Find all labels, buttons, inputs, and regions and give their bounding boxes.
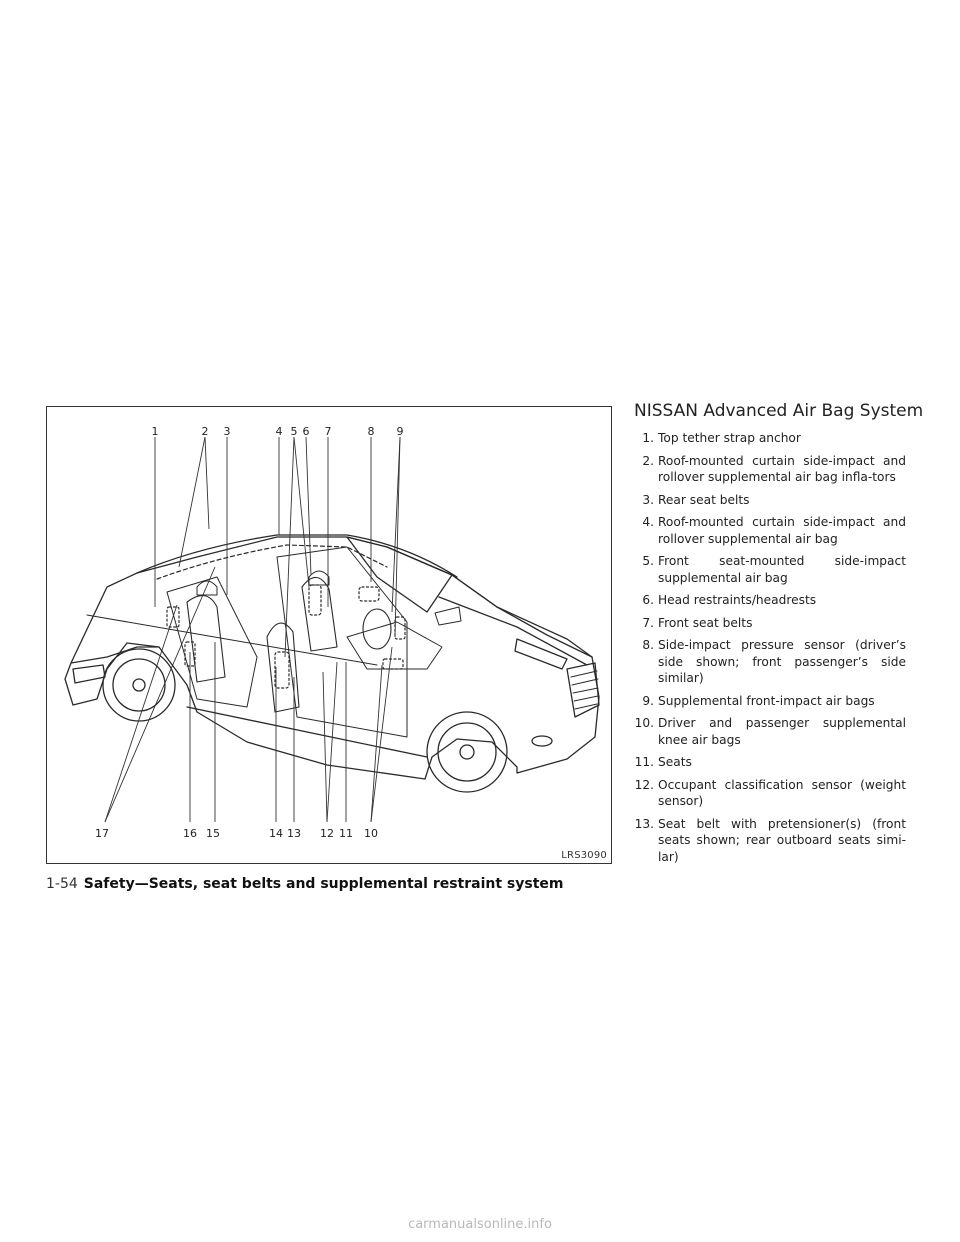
callout-8: 8 [368, 425, 375, 438]
list-item: 3.Rear seat belts [642, 492, 750, 507]
front-wheel-outer [426, 711, 508, 793]
car-roof-line [136, 534, 458, 578]
tail-light [72, 664, 106, 684]
rear-wheel-hub [132, 678, 146, 692]
rear-wheel-outer [102, 648, 176, 722]
callout-1: 1 [152, 425, 159, 438]
page-number: 1-54 [46, 876, 78, 892]
grille-outline [566, 662, 600, 718]
rear-trunk-line [70, 646, 160, 664]
headlight-outline [514, 638, 568, 670]
callout-3: 3 [224, 425, 231, 438]
front-wheel-hub [459, 744, 475, 760]
page-footer: 1-54 Safety—Seats, seat belts and supplem… [46, 876, 564, 892]
list-item: 11.Seats [634, 755, 692, 769]
air-bag-system-figure: 1 2 3 4 5 6 7 8 9 17 16 15 14 13 12 11 1… [46, 406, 612, 864]
headrest-front [308, 570, 330, 586]
callout-11: 11 [339, 827, 353, 840]
section-title: NISSAN Advanced Air Bag System [634, 401, 924, 421]
front-seat-passenger [301, 576, 338, 652]
rocker-panel [186, 706, 428, 758]
callout-labels-bottom: 17 16 15 14 13 12 11 10 [95, 827, 378, 840]
dashed-components [166, 584, 406, 689]
steering-wheel [362, 608, 392, 650]
callout-4: 4 [276, 425, 283, 438]
windshield-outline [346, 536, 453, 613]
figure-code: LRS3090 [561, 850, 607, 861]
watermark: carmanualsonline.info [408, 1217, 552, 1232]
callout-labels-top: 1 2 3 4 5 6 7 8 9 [152, 425, 404, 438]
callout-2: 2 [202, 425, 209, 438]
rear-door-opening [166, 576, 258, 708]
list-item: 2.Roof-mounted curtain side-impact and r… [642, 453, 906, 485]
list-item: 7.Front seat belts [642, 615, 753, 630]
list-item: 10.Driver and passenger supplemental kne… [634, 716, 906, 747]
callout-14: 14 [269, 827, 283, 840]
callout-17: 17 [95, 827, 109, 840]
list-item: 8.Side-impact pressure sensor (driver’s … [642, 638, 906, 685]
fog-light [531, 735, 553, 747]
callout-16: 16 [183, 827, 197, 840]
callout-leader-lines [104, 436, 401, 823]
callout-9: 9 [397, 425, 404, 438]
headrest-rear [196, 580, 218, 596]
callout-13: 13 [287, 827, 301, 840]
dashboard [346, 621, 443, 670]
list-item: 1.Top tether strap anchor [642, 431, 801, 445]
callout-6: 6 [303, 425, 310, 438]
curtain-airbag-line [156, 544, 388, 580]
list-item: 12.Occupant classification sensor (weigh… [634, 777, 906, 809]
grille-bars [570, 670, 599, 710]
list-item: 13.Seat belt with pretensioner(s) (front… [634, 816, 906, 864]
callout-10: 10 [364, 827, 378, 840]
callout-12: 12 [320, 827, 334, 840]
car-cutaway-illustration: 1 2 3 4 5 6 7 8 9 17 16 15 14 13 12 11 1… [64, 425, 600, 840]
list-item: 6.Head restraints/headrests [642, 593, 817, 607]
rear-wheel-inner [112, 658, 166, 712]
list-item: 9.Supplemental front-impact air bags [642, 693, 875, 708]
callout-7: 7 [325, 425, 332, 438]
callout-5: 5 [291, 425, 298, 438]
list-item: 5.Front seat-mounted side-impact supplem… [642, 554, 906, 585]
side-mirror [434, 606, 462, 626]
list-item: 4.Roof-mounted curtain side-impact and r… [642, 515, 906, 546]
hood-crease [438, 596, 588, 666]
chapter-title: Safety—Seats, seat belts and supplementa… [83, 876, 564, 892]
front-wheel-inner [437, 722, 497, 782]
beltline [86, 614, 378, 666]
rear-seat [186, 595, 226, 683]
front-seat-driver [266, 622, 300, 713]
component-list: 1.Top tether strap anchor 2.Roof-mounted… [634, 430, 906, 871]
callout-15: 15 [206, 827, 220, 840]
hood-line [451, 574, 593, 658]
